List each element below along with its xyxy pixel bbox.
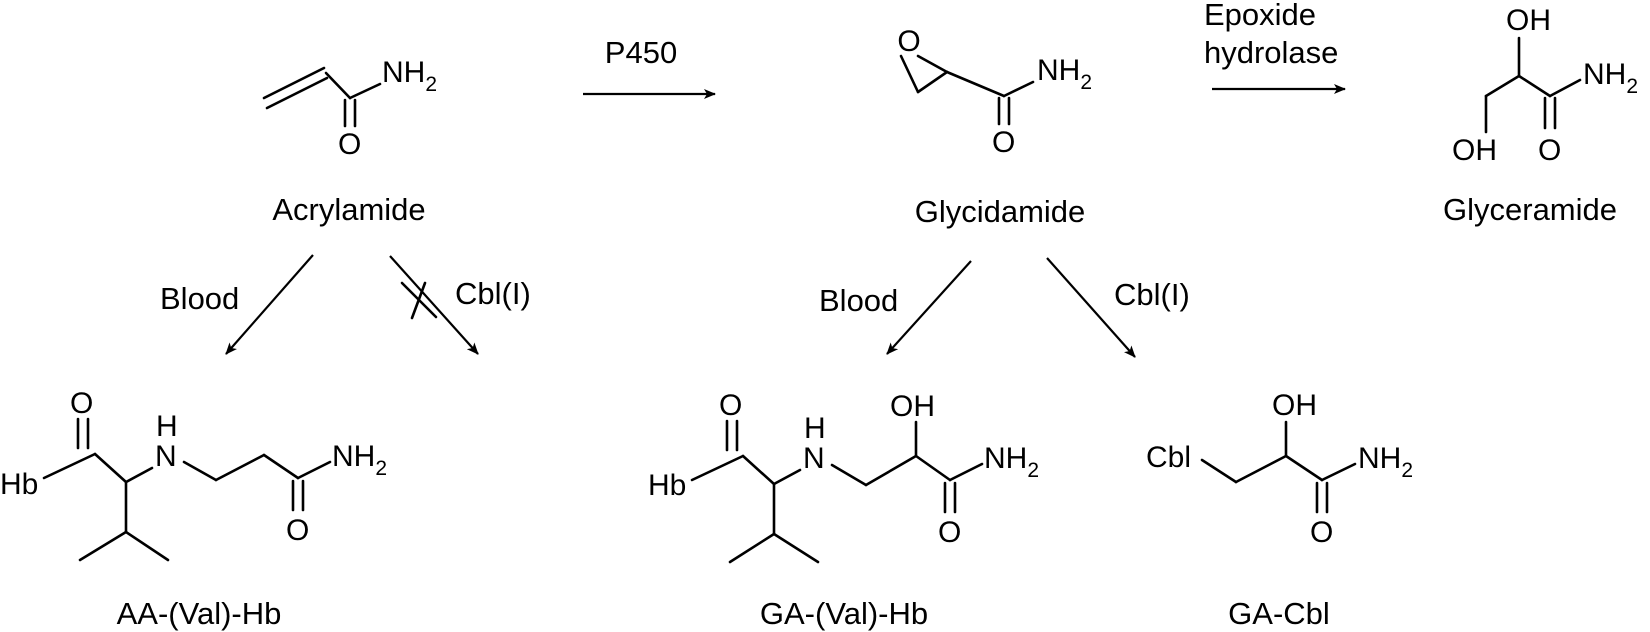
ga-val-hb-hb-atom: Hb	[648, 469, 686, 502]
glyceramide-label: Glyceramide	[1443, 192, 1617, 227]
glycidamide-epoxide-o-atom: O	[897, 25, 920, 58]
aa-val-hb-nh2-atom: NH2	[332, 440, 387, 480]
blood-label-glycidamide: Blood	[819, 283, 898, 318]
cbl-arrow-glycidamide: Cbl(I)	[1046, 257, 1190, 358]
blood-arrow-acrylamide: Blood	[160, 254, 314, 355]
glycidamide-structure: O O NH2	[897, 25, 1092, 159]
glycidamide-o-atom: O	[992, 126, 1015, 159]
p450-arrow: P450	[583, 35, 716, 99]
acrylamide-structure: O NH2	[262, 56, 437, 161]
ga-cbl-nh2-atom: NH2	[1358, 442, 1413, 482]
ga-cbl-structure: Cbl OH O NH2	[1146, 389, 1413, 549]
cbl-label-glycidamide: Cbl(I)	[1114, 277, 1190, 312]
aa-val-hb-o-atom: O	[70, 387, 93, 420]
aa-val-hb-n-atom: N	[155, 440, 177, 473]
hydrolase-label: hydrolase	[1204, 35, 1338, 70]
p450-label: P450	[605, 35, 677, 70]
ga-cbl-amide-o-atom: O	[1310, 516, 1333, 549]
epoxide-label: Epoxide	[1204, 0, 1316, 32]
aa-val-hb-structure: O Hb H N O NH2	[0, 387, 387, 562]
glyceramide-structure: OH OH O NH2	[1452, 4, 1638, 167]
cbl-label-acrylamide: Cbl(I)	[455, 276, 531, 311]
acrylamide-nh2-atom: NH2	[382, 56, 437, 96]
cbl-arrow-acrylamide-blocked: Cbl(I)	[389, 255, 531, 355]
epoxide-hydrolase-arrow: Epoxide hydrolase	[1204, 0, 1346, 94]
ga-cbl-label: GA-Cbl	[1228, 596, 1330, 631]
aa-val-hb-label: AA-(Val)-Hb	[117, 596, 282, 631]
blood-arrow-glycidamide: Blood	[819, 260, 972, 355]
ga-val-hb-amide-o-atom: O	[938, 516, 961, 549]
glyceramide-oh-top-atom: OH	[1506, 4, 1551, 37]
ga-val-hb-n-atom: N	[803, 442, 825, 475]
ga-val-hb-o-atom: O	[719, 389, 742, 422]
ga-cbl-oh-atom: OH	[1272, 389, 1317, 422]
glyceramide-oh-bottom-atom: OH	[1452, 134, 1497, 167]
ga-val-hb-structure: O Hb H N OH O NH2	[648, 389, 1039, 564]
aa-val-hb-amide-o-atom: O	[286, 514, 309, 547]
aa-val-hb-h-atom: H	[156, 410, 178, 443]
ga-val-hb-label: GA-(Val)-Hb	[760, 596, 928, 631]
glyceramide-nh2-atom: NH2	[1583, 58, 1638, 98]
acrylamide-o-atom: O	[338, 128, 361, 161]
glycidamide-nh2-atom: NH2	[1037, 54, 1092, 94]
aa-val-hb-hb-atom: Hb	[0, 468, 38, 501]
glyceramide-o-atom: O	[1538, 134, 1561, 167]
acrylamide-label: Acrylamide	[272, 192, 425, 227]
ga-val-hb-nh2-atom: NH2	[984, 442, 1039, 482]
ga-val-hb-oh-atom: OH	[890, 390, 935, 423]
ga-cbl-cbl-atom: Cbl	[1146, 441, 1191, 474]
blood-label-acrylamide: Blood	[160, 281, 239, 316]
glycidamide-label: Glycidamide	[915, 194, 1086, 229]
ga-val-hb-h-atom: H	[804, 412, 826, 445]
